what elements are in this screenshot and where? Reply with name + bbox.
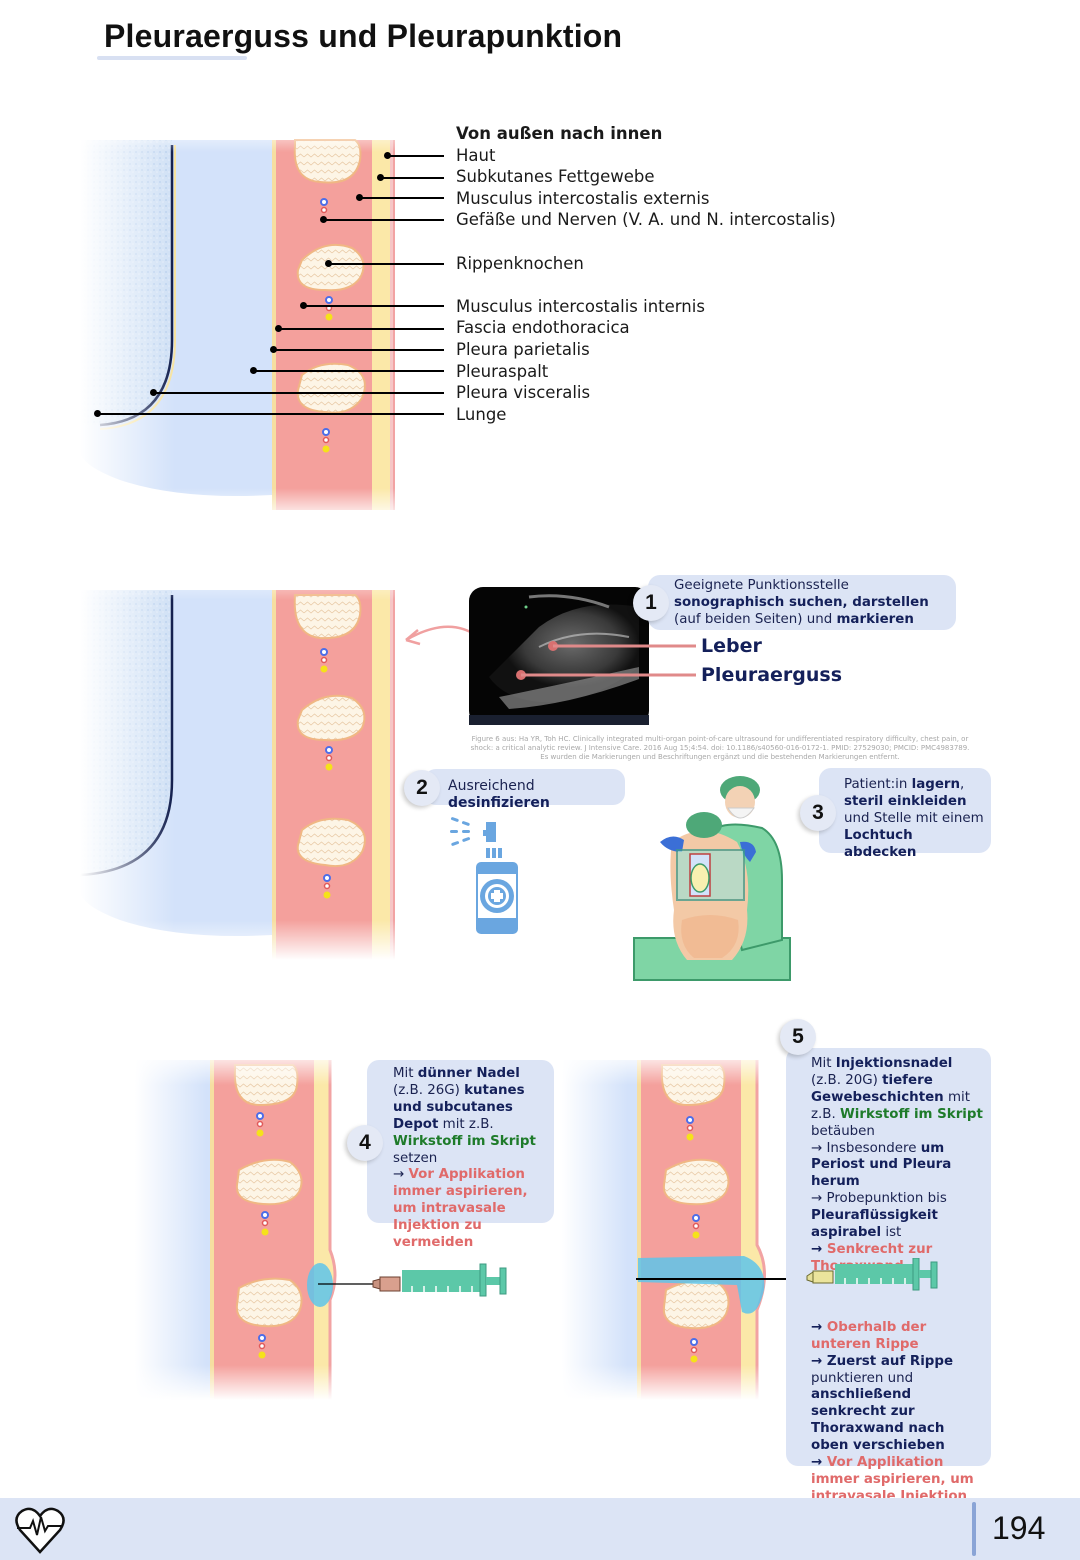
ultrasound-pointers: [516, 641, 696, 680]
layer-item: Pleura parietalis: [456, 339, 590, 359]
step-text-segment: betäuben: [811, 1123, 875, 1139]
step-text-top: Mit Injektionsnadel (z.B. 20G) tiefere G…: [811, 1056, 985, 1276]
heart-pulse-icon: [15, 1507, 65, 1554]
step-text-segment: →: [811, 1241, 823, 1257]
page-number-divider: [972, 1502, 976, 1556]
disinfectant-spray-icon: [450, 817, 518, 934]
step-text-segment: tiefere Gewebeschichten: [811, 1072, 944, 1105]
step-3-box: Patient:in lagern, steril einkleiden und…: [819, 768, 991, 860]
step-text-segment: → Probepunktion bis: [811, 1191, 947, 1207]
step-text-segment: (auf beiden Seiten) und: [674, 611, 837, 627]
step-text-segment: Pleuraflüssigkeit aspirabel: [811, 1208, 938, 1241]
step-text-bottom: → Oberhalb der unteren Rippe → Zuerst au…: [811, 1320, 985, 1523]
step-text-segment: punktieren und: [811, 1370, 914, 1386]
page-number: 194: [992, 1510, 1046, 1546]
step-number-badge: 3: [800, 795, 836, 831]
step-text-segment: Mit: [811, 1056, 836, 1071]
step-text-segment: → Zuerst auf Rippe: [811, 1353, 954, 1369]
step-text-segment: Vor Applikation immer aspirieren, um int…: [393, 1167, 528, 1251]
layer-item: Rippenknochen: [456, 253, 584, 273]
layer-item: Pleura visceralis: [456, 383, 591, 403]
syringe-icon: [318, 1263, 507, 1297]
title-underline: [97, 56, 247, 60]
step-number-badge: 4: [347, 1125, 383, 1161]
step-text-segment: kutanes und subcutanes Depot: [393, 1082, 525, 1132]
local-anesthesia-depot-diagram: [135, 1050, 375, 1400]
step-text-segment: mit z.B.: [438, 1116, 494, 1132]
syringe-icon: [806, 1258, 938, 1291]
step-text-segment: Geeignete Punktionsstelle: [674, 578, 849, 593]
step-text-segment: Lochtuch abdecken: [844, 827, 917, 860]
patient-positioning-illustration: [633, 776, 791, 981]
anatomy-layer-list: Von außen nach innen Haut Subkutanes Fet…: [456, 123, 836, 425]
step-text-segment: um Periost und Pleura herum: [811, 1140, 952, 1190]
step-text-segment: Mit: [393, 1066, 418, 1081]
step-number-badge: 5: [780, 1019, 816, 1055]
step-number-badge: 1: [633, 585, 669, 621]
ultrasound-label-liver: Leber: [701, 635, 762, 657]
ultrasound-label-effusion: Pleuraerguss: [701, 664, 843, 686]
step-text-segment: Wirkstoff im Skript: [393, 1133, 536, 1149]
step-text-segment: steril einkleiden: [844, 793, 967, 809]
layer-item: Musculus intercostalis internis: [456, 296, 705, 316]
pleural-effusion-diagram: [80, 560, 460, 960]
step-text-segment: desinfizieren: [448, 794, 550, 811]
deep-anesthesia-diagram: [562, 1050, 782, 1400]
step-4-box: Mit dünner Nadel (z.B. 26G) kutanes und …: [367, 1060, 554, 1250]
layer-item: Fascia endothoracica: [456, 318, 630, 338]
page-footer: [0, 1498, 1080, 1560]
layer-list-heading: Von außen nach innen: [456, 124, 663, 143]
page-title: Pleuraerguss und Pleurapunktion: [104, 18, 623, 54]
step-text-segment: sonographisch suchen, darstellen: [674, 594, 929, 610]
step-text-segment: → Insbesondere: [811, 1140, 917, 1156]
needle-line: [636, 1278, 811, 1280]
step-text-segment: markieren: [836, 611, 914, 627]
step-text: Geeignete Punktionsstelle sonographisch …: [674, 578, 929, 627]
step-1-box: Geeignete Punktionsstelle sonographisch …: [648, 575, 956, 630]
step-text-segment: →: [811, 1319, 827, 1335]
step-text-segment: ,: [960, 777, 965, 792]
step-text-segment: Injektionsnadel: [835, 1056, 953, 1071]
step-text-segment: anschließend senkrecht zur Thoraxwand na…: [811, 1387, 945, 1454]
ultrasound-image: [469, 587, 649, 725]
chest-wall-anatomy-diagram: [80, 120, 460, 520]
step-text-segment: lagern: [911, 777, 961, 792]
step-text-segment: und Stelle mit einem: [844, 810, 984, 826]
layer-item: Musculus intercostalis externis: [456, 188, 710, 208]
step-text-segment: Wirkstoff im Skript: [840, 1106, 983, 1122]
layer-item: Subkutanes Fettgewebe: [456, 167, 655, 187]
layer-item: Pleuraspalt: [456, 361, 549, 381]
step-text-segment: Patient:in: [844, 777, 912, 792]
step-text-segment: mit z.B.: [811, 1089, 970, 1122]
step-number-badge: 2: [404, 770, 440, 806]
layer-item: Lunge: [456, 404, 507, 424]
layer-item: Haut: [456, 145, 496, 165]
step-2-box: Ausreichend desinfizieren: [424, 769, 625, 811]
step-text-segment: →: [393, 1167, 405, 1183]
step-text-segment: ist: [881, 1225, 902, 1241]
step-text: Patient:in lagern, steril einkleiden und…: [844, 777, 984, 860]
step-text-segment: Oberhalb der unteren Rippe: [811, 1319, 927, 1352]
step-text: Mit dünner Nadel (z.B. 26G) kutanes und …: [393, 1066, 536, 1250]
figure-citation: Figure 6 aus: Ha YR, Toh HC. Clinically …: [470, 735, 970, 761]
step-text-segment: Ausreichend: [448, 778, 535, 794]
step-text-segment: setzen: [393, 1150, 438, 1166]
step-text-segment: (z.B. 26G): [393, 1082, 465, 1098]
step-text-segment: dünner Nadel: [417, 1066, 520, 1081]
step-text: Ausreichend desinfizieren: [448, 778, 550, 811]
step-5-box: Mit Injektionsnadel (z.B. 20G) tiefere G…: [786, 1048, 991, 1521]
step-text-segment: (z.B. 20G): [811, 1072, 883, 1088]
layer-item: Gefäße und Nerven (V. A. und N. intercos…: [456, 210, 836, 230]
step-text-segment: →: [811, 1455, 823, 1471]
